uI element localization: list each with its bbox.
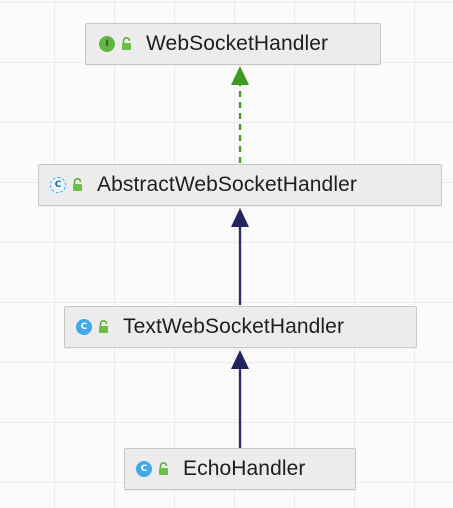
node-label: WebSocketHandler (146, 32, 329, 55)
node-textwebsockethandler[interactable]: C TextWebSocketHandler (64, 306, 417, 348)
interface-icon: I (99, 36, 115, 52)
extends-arrowhead (231, 350, 249, 369)
unlock-icon (73, 178, 82, 191)
unlock-icon (99, 320, 108, 333)
unlock-icon (122, 37, 131, 50)
node-echohandler[interactable]: C EchoHandler (124, 448, 356, 490)
abstract-class-icon: C (50, 177, 66, 193)
class-icon: C (136, 461, 152, 477)
edge-extends (231, 350, 249, 448)
node-label: EchoHandler (183, 457, 306, 480)
extends-arrowhead (231, 208, 249, 227)
node-websockethandler[interactable]: I WebSocketHandler (85, 23, 381, 65)
edge-implements (231, 66, 249, 163)
implements-arrowhead (231, 66, 249, 85)
node-abstractwebsockethandler[interactable]: C AbstractWebSocketHandler (38, 164, 442, 206)
edge-extends (231, 208, 249, 305)
node-label: AbstractWebSocketHandler (97, 173, 357, 196)
node-label: TextWebSocketHandler (123, 315, 345, 338)
class-icon: C (76, 319, 92, 335)
unlock-icon (159, 462, 168, 475)
